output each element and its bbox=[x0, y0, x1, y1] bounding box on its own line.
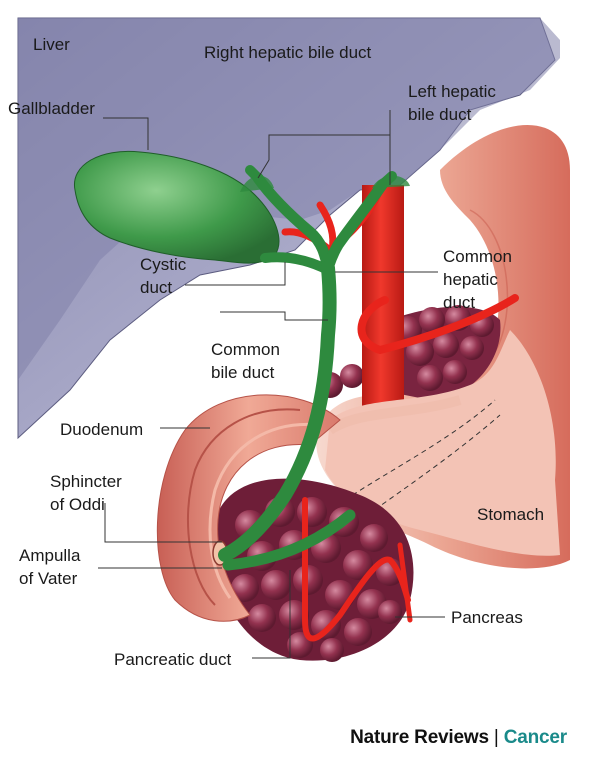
common-hepatic-duct-label-line2: hepatic bbox=[443, 270, 498, 289]
ampulla-of-vater-label-line1: Ampulla bbox=[19, 546, 81, 565]
journal-section: Cancer bbox=[503, 727, 567, 748]
left-hepatic-duct-label-line2: bile duct bbox=[408, 105, 472, 124]
duct-endings bbox=[240, 175, 410, 192]
common-bile-duct-label-line1: Common bbox=[211, 340, 280, 359]
aorta-shape bbox=[362, 185, 404, 407]
journal-name: Nature Reviews bbox=[350, 727, 489, 748]
stomach-front bbox=[325, 330, 560, 556]
leader-lines bbox=[98, 110, 445, 659]
right-hepatic-duct-label: Right hepatic bile duct bbox=[204, 43, 372, 62]
sphincter-of-oddi-label-line1: Sphincter bbox=[50, 472, 122, 491]
pancreas-label: Pancreas bbox=[451, 608, 523, 627]
ampulla-of-vater-label-line2: of Vater bbox=[19, 569, 78, 588]
stomach-label: Stomach bbox=[477, 505, 544, 524]
sphincter-of-oddi-label-line2: of Oddi bbox=[50, 495, 105, 514]
credit-separator: | bbox=[493, 727, 499, 748]
common-hepatic-duct-label-line3: duct bbox=[443, 293, 475, 312]
left-hepatic-duct-label-line1: Left hepatic bbox=[408, 82, 496, 101]
labels: Liver Gallbladder Right hepatic bile duc… bbox=[8, 35, 544, 669]
journal-credit: Nature Reviews | Cancer bbox=[350, 727, 567, 749]
gallbladder-label: Gallbladder bbox=[8, 99, 95, 118]
common-bile-duct-label-line2: bile duct bbox=[211, 363, 275, 382]
liver-label: Liver bbox=[33, 35, 70, 54]
common-hepatic-duct-label-line1: Common bbox=[443, 247, 512, 266]
liver-shape bbox=[17, 17, 560, 440]
pancreatic-duct-label: Pancreatic duct bbox=[114, 650, 231, 669]
duodenum-label: Duodenum bbox=[60, 420, 143, 439]
cystic-duct-label-line1: Cystic bbox=[140, 255, 187, 274]
cystic-duct-label-line2: duct bbox=[140, 278, 172, 297]
